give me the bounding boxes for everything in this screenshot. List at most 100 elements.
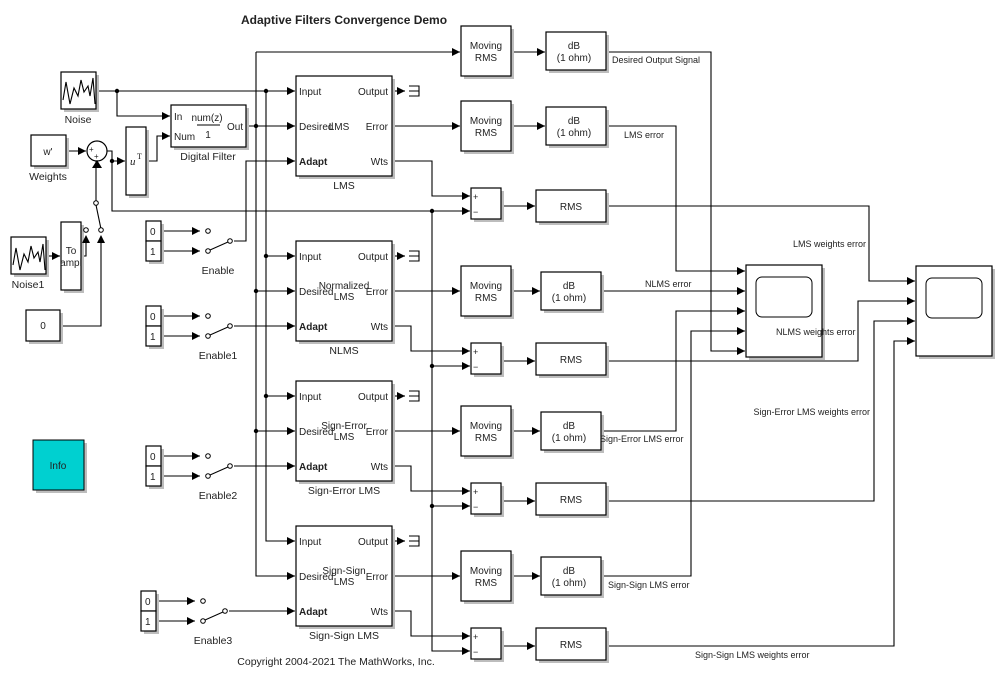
difference-block[interactable]: +− [470,482,504,517]
terminator-icon [409,85,420,97]
digital-filter-block[interactable]: In Num Out num(z) 1 Digital Filter [170,104,249,163]
noise-block[interactable]: Noise [60,71,99,126]
db-block[interactable]: dB(1 ohm) [540,271,604,313]
transpose-block[interactable]: u T [125,126,149,198]
db-line2: (1 ohm) [552,578,586,589]
filter-in-port: Adapt [299,462,328,473]
scope-weights[interactable] [915,265,995,359]
filter-label: LMS [333,180,355,192]
db-block[interactable]: dB(1 ohm) [540,411,604,453]
enable-constants[interactable]: 01 [140,590,159,634]
difference-block[interactable]: +− [470,627,504,662]
filter-out-port: Error [366,287,389,298]
enable-value-0: 0 [150,452,156,463]
manual-switch-selector[interactable] [82,200,105,243]
moving-rms-line1: Moving [470,281,502,292]
filter-inner-name: Sign-Sign [322,566,365,577]
filter-inner-name: Normalized [319,281,370,292]
filter-inner-name: Sign-Error [321,421,367,432]
filter-in-port: Input [299,537,321,548]
enable-constants[interactable]: 01 [145,220,164,264]
db-line1: dB [563,281,576,292]
scope-icon [755,276,813,318]
enable-value-1: 1 [145,617,151,628]
difference-block[interactable]: +− [470,342,504,377]
filter-label: NLMS [329,345,358,357]
to-sample-line2: ampl [60,258,82,269]
moving-rms-line2: RMS [475,53,498,64]
df-port-out: Out [227,122,243,133]
enable-constants[interactable]: 01 [145,305,164,349]
wires [47,48,915,655]
filter-out-port: Wts [371,322,388,333]
filter-inner-name: LMS [334,432,355,443]
noise1-block[interactable]: Noise1 [10,236,49,291]
scope-errors[interactable] [745,264,825,360]
df-port-num: Num [174,132,195,143]
junction-dots [109,88,435,509]
rms-block[interactable]: RMS [535,482,609,518]
moving-rms-line1: Moving [470,116,502,127]
zero-constant-block[interactable]: 0 [25,309,63,344]
enable-switch[interactable]: Enable1 [199,313,238,362]
filter-in-port: Desired [299,427,333,438]
diff-plus: + [473,192,478,202]
moving-rms-line1: Moving [470,421,502,432]
info-label: Info [50,461,67,472]
difference-block[interactable]: +− [470,187,504,222]
filter-inner-name: LMS [334,577,355,588]
transpose-sup: T [137,152,142,161]
signal-labels: Desired Output Signal LMS error NLMS err… [600,55,870,660]
signal-se-error: Sign-Error LMS error [600,434,684,444]
filter-in-port: Adapt [299,157,328,168]
enable-label: Enable1 [199,350,238,362]
filter-inner-name: LMS [334,292,355,303]
zero-constant-value: 0 [40,321,46,332]
moving-rms-line1: Moving [470,41,502,52]
enable-switch[interactable]: Enable2 [199,453,238,502]
db-line1: dB [568,41,581,52]
rms-label: RMS [560,640,583,651]
transpose-u: u [130,156,136,168]
info-block[interactable]: Info [32,439,87,493]
db-block[interactable]: dB(1 ohm) [545,106,609,148]
db-line2: (1 ohm) [557,53,591,64]
db-block[interactable]: dB(1 ohm) [545,31,609,73]
filter-out-port: Error [366,427,389,438]
moving-rms-line2: RMS [475,128,498,139]
moving-rms-line2: RMS [475,578,498,589]
enable-value-1: 1 [150,247,156,258]
enable-switch[interactable]: Enable [202,228,235,277]
signal-ss-weights-error: Sign-Sign LMS weights error [695,650,810,660]
enable-switch[interactable]: Enable3 [194,598,233,647]
filter-inner-name: LMS [329,122,350,133]
rms-block[interactable]: RMS [535,189,609,225]
diagram-title: Adaptive Filters Convergence Demo [241,13,447,27]
sum-block[interactable]: + + [86,140,108,168]
enable-constants[interactable]: 01 [145,445,164,489]
rms-block[interactable]: RMS [535,627,609,663]
to-sample-block[interactable]: To ampl [60,221,84,293]
enable-value-1: 1 [150,472,156,483]
enable-label: Enable2 [199,490,238,502]
filter-label: Sign-Error LMS [308,485,380,497]
rms-block[interactable]: RMS [535,342,609,378]
weights-block[interactable]: w' Weights [29,134,69,183]
filter-in-port: Desired [299,572,333,583]
filter-in-port: Adapt [299,322,328,333]
enable-label: Enable3 [194,635,233,647]
db-block[interactable]: dB(1 ohm) [540,556,604,598]
db-line1: dB [563,566,576,577]
signal-desired-output: Desired Output Signal [612,55,700,65]
